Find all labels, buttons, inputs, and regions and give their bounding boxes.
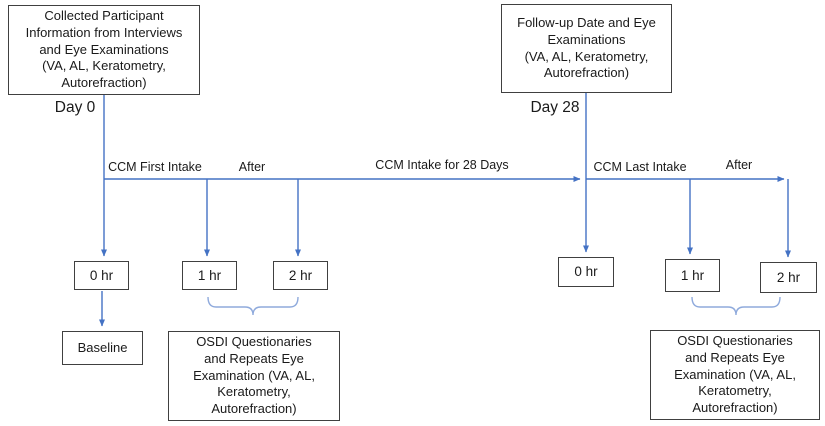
left-0hr-box: 0 hr [74,261,129,290]
right-bracket [691,296,781,316]
ccm-first-intake-label: CCM First Intake [108,160,202,174]
after-right-label: After [725,158,753,172]
right-1hr-box: 1 hr [665,259,720,292]
osdi-right-box: OSDI Questionaries and Repeats Eye Exami… [650,330,820,420]
osdi-left-box: OSDI Questionaries and Repeats Eye Exami… [168,331,340,421]
collected-info-box: Collected Participant Information from I… [8,5,200,95]
right-2hr-box: 2 hr [760,262,817,293]
day-0-label: Day 0 [54,99,96,116]
baseline-box: Baseline [62,331,143,365]
left-1hr-box: 1 hr [182,261,237,290]
after-left-label: After [238,160,266,174]
day-28-label: Day 28 [530,99,580,116]
right-0hr-box: 0 hr [558,257,614,287]
left-bracket [207,296,299,316]
ccm-last-intake-label: CCM Last Intake [593,160,687,174]
left-2hr-box: 2 hr [273,261,328,290]
ccm-intake-28-days-label: CCM Intake for 28 Days [375,158,509,172]
followup-box: Follow-up Date and Eye Examinations (VA,… [501,4,672,93]
